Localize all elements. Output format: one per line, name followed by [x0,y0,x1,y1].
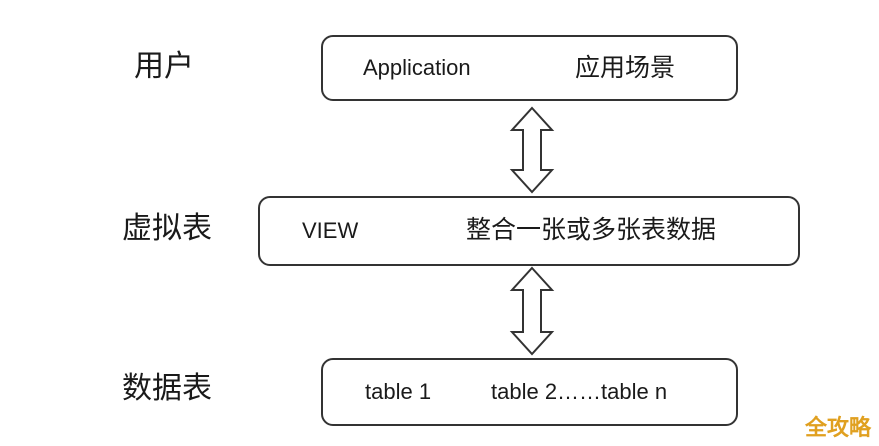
box-text-table-1: table 1 [365,379,432,404]
box-text-view-desc: 整合一张或多张表数据 [466,215,717,244]
box-text-table-range: table 2……table n [491,379,668,404]
box-text-application: Application [363,55,471,80]
layer-box-tables: table 1 table 2……table n [321,358,738,426]
layer-label-data-table: 数据表 [122,371,212,406]
double-arrow-2 [509,266,555,356]
double-arrow-1 [509,106,555,194]
layer-box-view: VIEW 整合一张或多张表数据 [258,196,800,266]
layer-label-virtual-table: 虚拟表 [122,211,212,246]
layer-label-user: 用户 [134,49,194,84]
box-text-view: VIEW [302,218,359,243]
watermark-logo: 全攻略 [804,416,871,441]
box-text-scenario: 应用场景 [575,53,676,82]
layer-box-application: Application 应用场景 [321,35,738,101]
